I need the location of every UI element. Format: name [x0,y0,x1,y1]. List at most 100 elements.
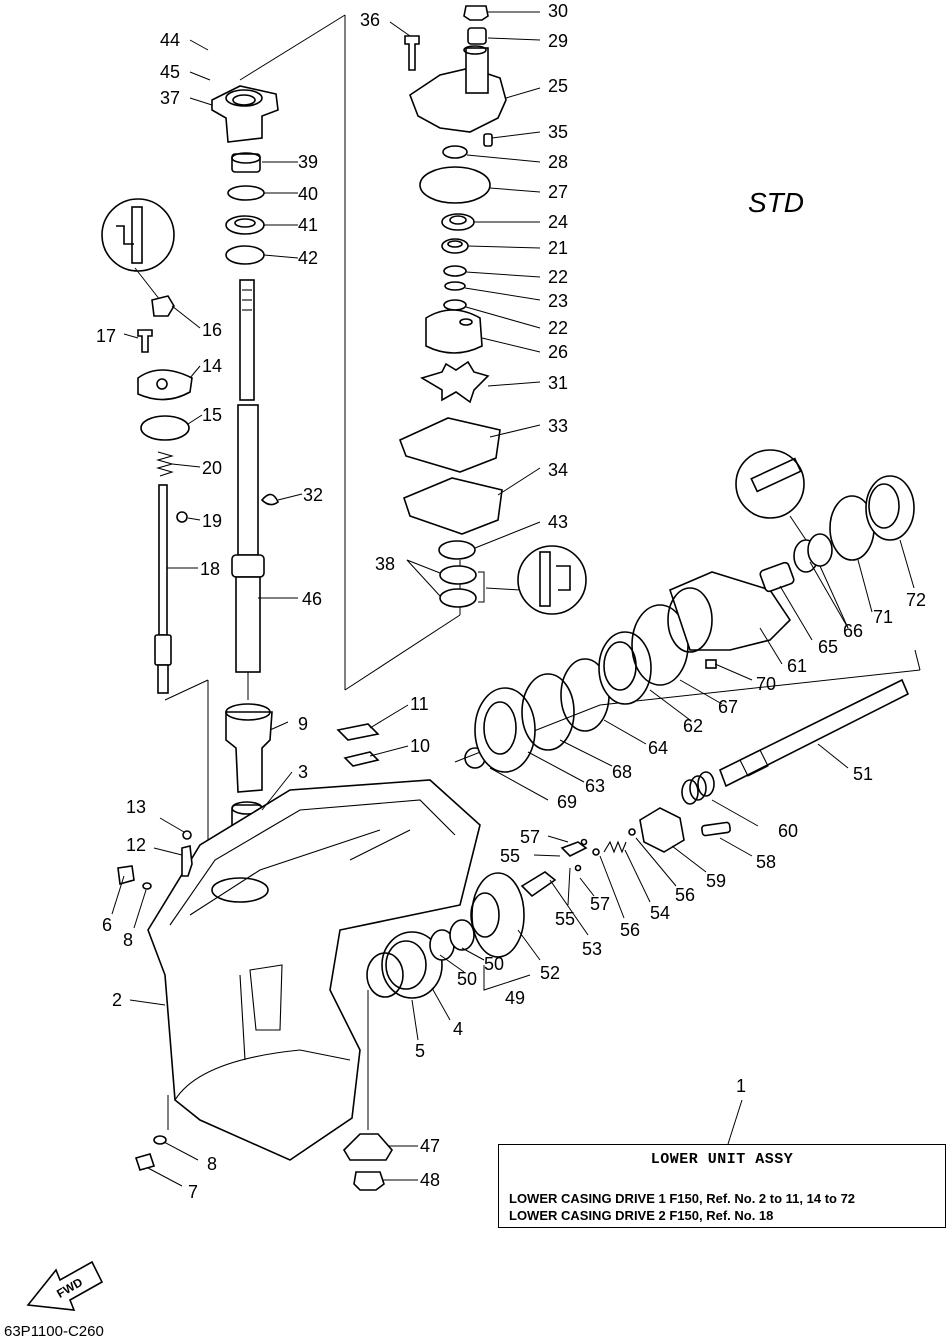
callout-37: 37 [160,88,180,108]
bolt-36 [404,35,420,71]
callout-38: 38 [375,554,395,574]
washer-40 [227,185,265,201]
spring-20 [155,451,175,477]
callout-22-lower: 22 [548,318,568,338]
callout-65: 65 [818,637,838,657]
callout-53: 53 [582,939,602,959]
callout-11: 11 [410,694,429,714]
callout-21: 21 [548,238,568,258]
fwd-arrow-icon: FWD [26,1260,104,1311]
washer-22-lower [443,299,467,311]
callout-69: 69 [557,792,577,812]
callout-labels: 1 2 3 4 5 6 7 8 8 9 10 11 12 13 14 15 16… [96,1,926,1202]
o-ring-28 [442,145,468,159]
cross-pin-58 [701,821,731,837]
callout-31: 31 [548,373,568,393]
reverse-gear-63 [474,687,536,773]
shaft-55 [560,841,588,857]
o-ring-15 [140,415,190,441]
callout-40: 40 [298,184,318,204]
pin-70 [705,659,717,669]
callout-45: 45 [160,62,180,82]
needle-bearing-39 [231,152,261,173]
callout-15: 15 [202,405,222,425]
callout-54: 54 [650,903,670,923]
callout-41: 41 [298,215,318,235]
dog-clutch-59 [639,807,685,853]
ring-nut-72 [865,475,915,541]
callout-50-right: 50 [484,954,504,974]
taper-roller-bearing-50 [429,919,475,961]
callout-59: 59 [706,871,726,891]
propeller-shaft-51 [718,678,910,788]
straight-key-10 [343,751,380,767]
callout-49: 49 [505,988,525,1008]
callout-39: 39 [298,152,318,172]
upper-bearing-housing [211,85,279,143]
o-ring-42 [225,245,265,265]
shift-plunger-53 [520,871,557,898]
shim-5 [366,952,404,998]
callout-55-upper: 55 [500,846,520,866]
grommet-30 [463,5,489,21]
callout-44: 44 [160,30,180,50]
callout-4: 4 [453,1019,463,1039]
legend-line-drive-1: LOWER CASING DRIVE 1 F150, Ref. No. 2 to… [509,1191,856,1206]
shift-rod-18 [154,484,172,694]
callout-68: 68 [612,762,632,782]
callout-24: 24 [548,212,568,232]
outer-plate-33 [398,417,501,473]
straight-key-11 [336,723,380,741]
callout-34: 34 [548,460,568,480]
impeller-31 [420,360,490,404]
shim-68 [521,673,575,751]
callout-7: 7 [188,1182,198,1202]
callout-50-left: 50 [457,969,477,989]
callout-63: 63 [585,776,605,796]
callout-56-right: 56 [675,885,695,905]
callout-33: 33 [548,416,568,436]
water-pump-housing-25 [409,45,507,133]
callout-8-lower: 8 [207,1154,217,1174]
o-ring-13 [182,830,192,840]
callout-3: 3 [298,762,308,782]
callout-52: 52 [540,963,560,983]
callout-48: 48 [420,1170,440,1190]
callout-19: 19 [202,511,222,531]
callout-72: 72 [906,590,926,610]
callout-32: 32 [303,485,323,505]
legend-line-drive-2: LOWER CASING DRIVE 2 F150, Ref. No. 18 [509,1208,774,1223]
detail-callout-bubble-center [485,545,587,615]
spring-60 [681,771,715,805]
legend-box: LOWER UNIT ASSY LOWER CASING DRIVE 1 F15… [498,1144,946,1228]
nut-48 [353,1171,385,1191]
oil-seals-38 [439,565,485,608]
ball-57-upper [580,838,588,846]
callout-70: 70 [756,674,776,694]
callout-16: 16 [202,320,222,340]
callout-18: 18 [200,559,220,579]
sleeve-9 [225,703,273,793]
callout-42: 42 [298,248,318,268]
legend-title: LOWER UNIT ASSY [650,1151,794,1168]
pinion-47 [342,1133,393,1161]
needle-bearing-65 [759,561,795,593]
callout-8-upper: 8 [123,930,133,950]
callout-66: 66 [843,621,863,641]
ball-56-lower [592,848,600,856]
callout-67: 67 [718,697,738,717]
callout-51: 51 [853,764,873,784]
callout-25: 25 [548,76,568,96]
callout-29: 29 [548,31,568,51]
callout-56-left: 56 [620,920,640,940]
callout-43: 43 [548,512,568,532]
callout-22-upper: 22 [548,267,568,287]
callout-47: 47 [420,1136,440,1156]
callout-20: 20 [202,458,222,478]
callout-46: 46 [302,589,322,609]
drive-shaft-46 [231,279,265,673]
callout-26: 26 [548,342,568,362]
seal-24 [441,213,475,231]
gasket-34 [403,477,503,535]
